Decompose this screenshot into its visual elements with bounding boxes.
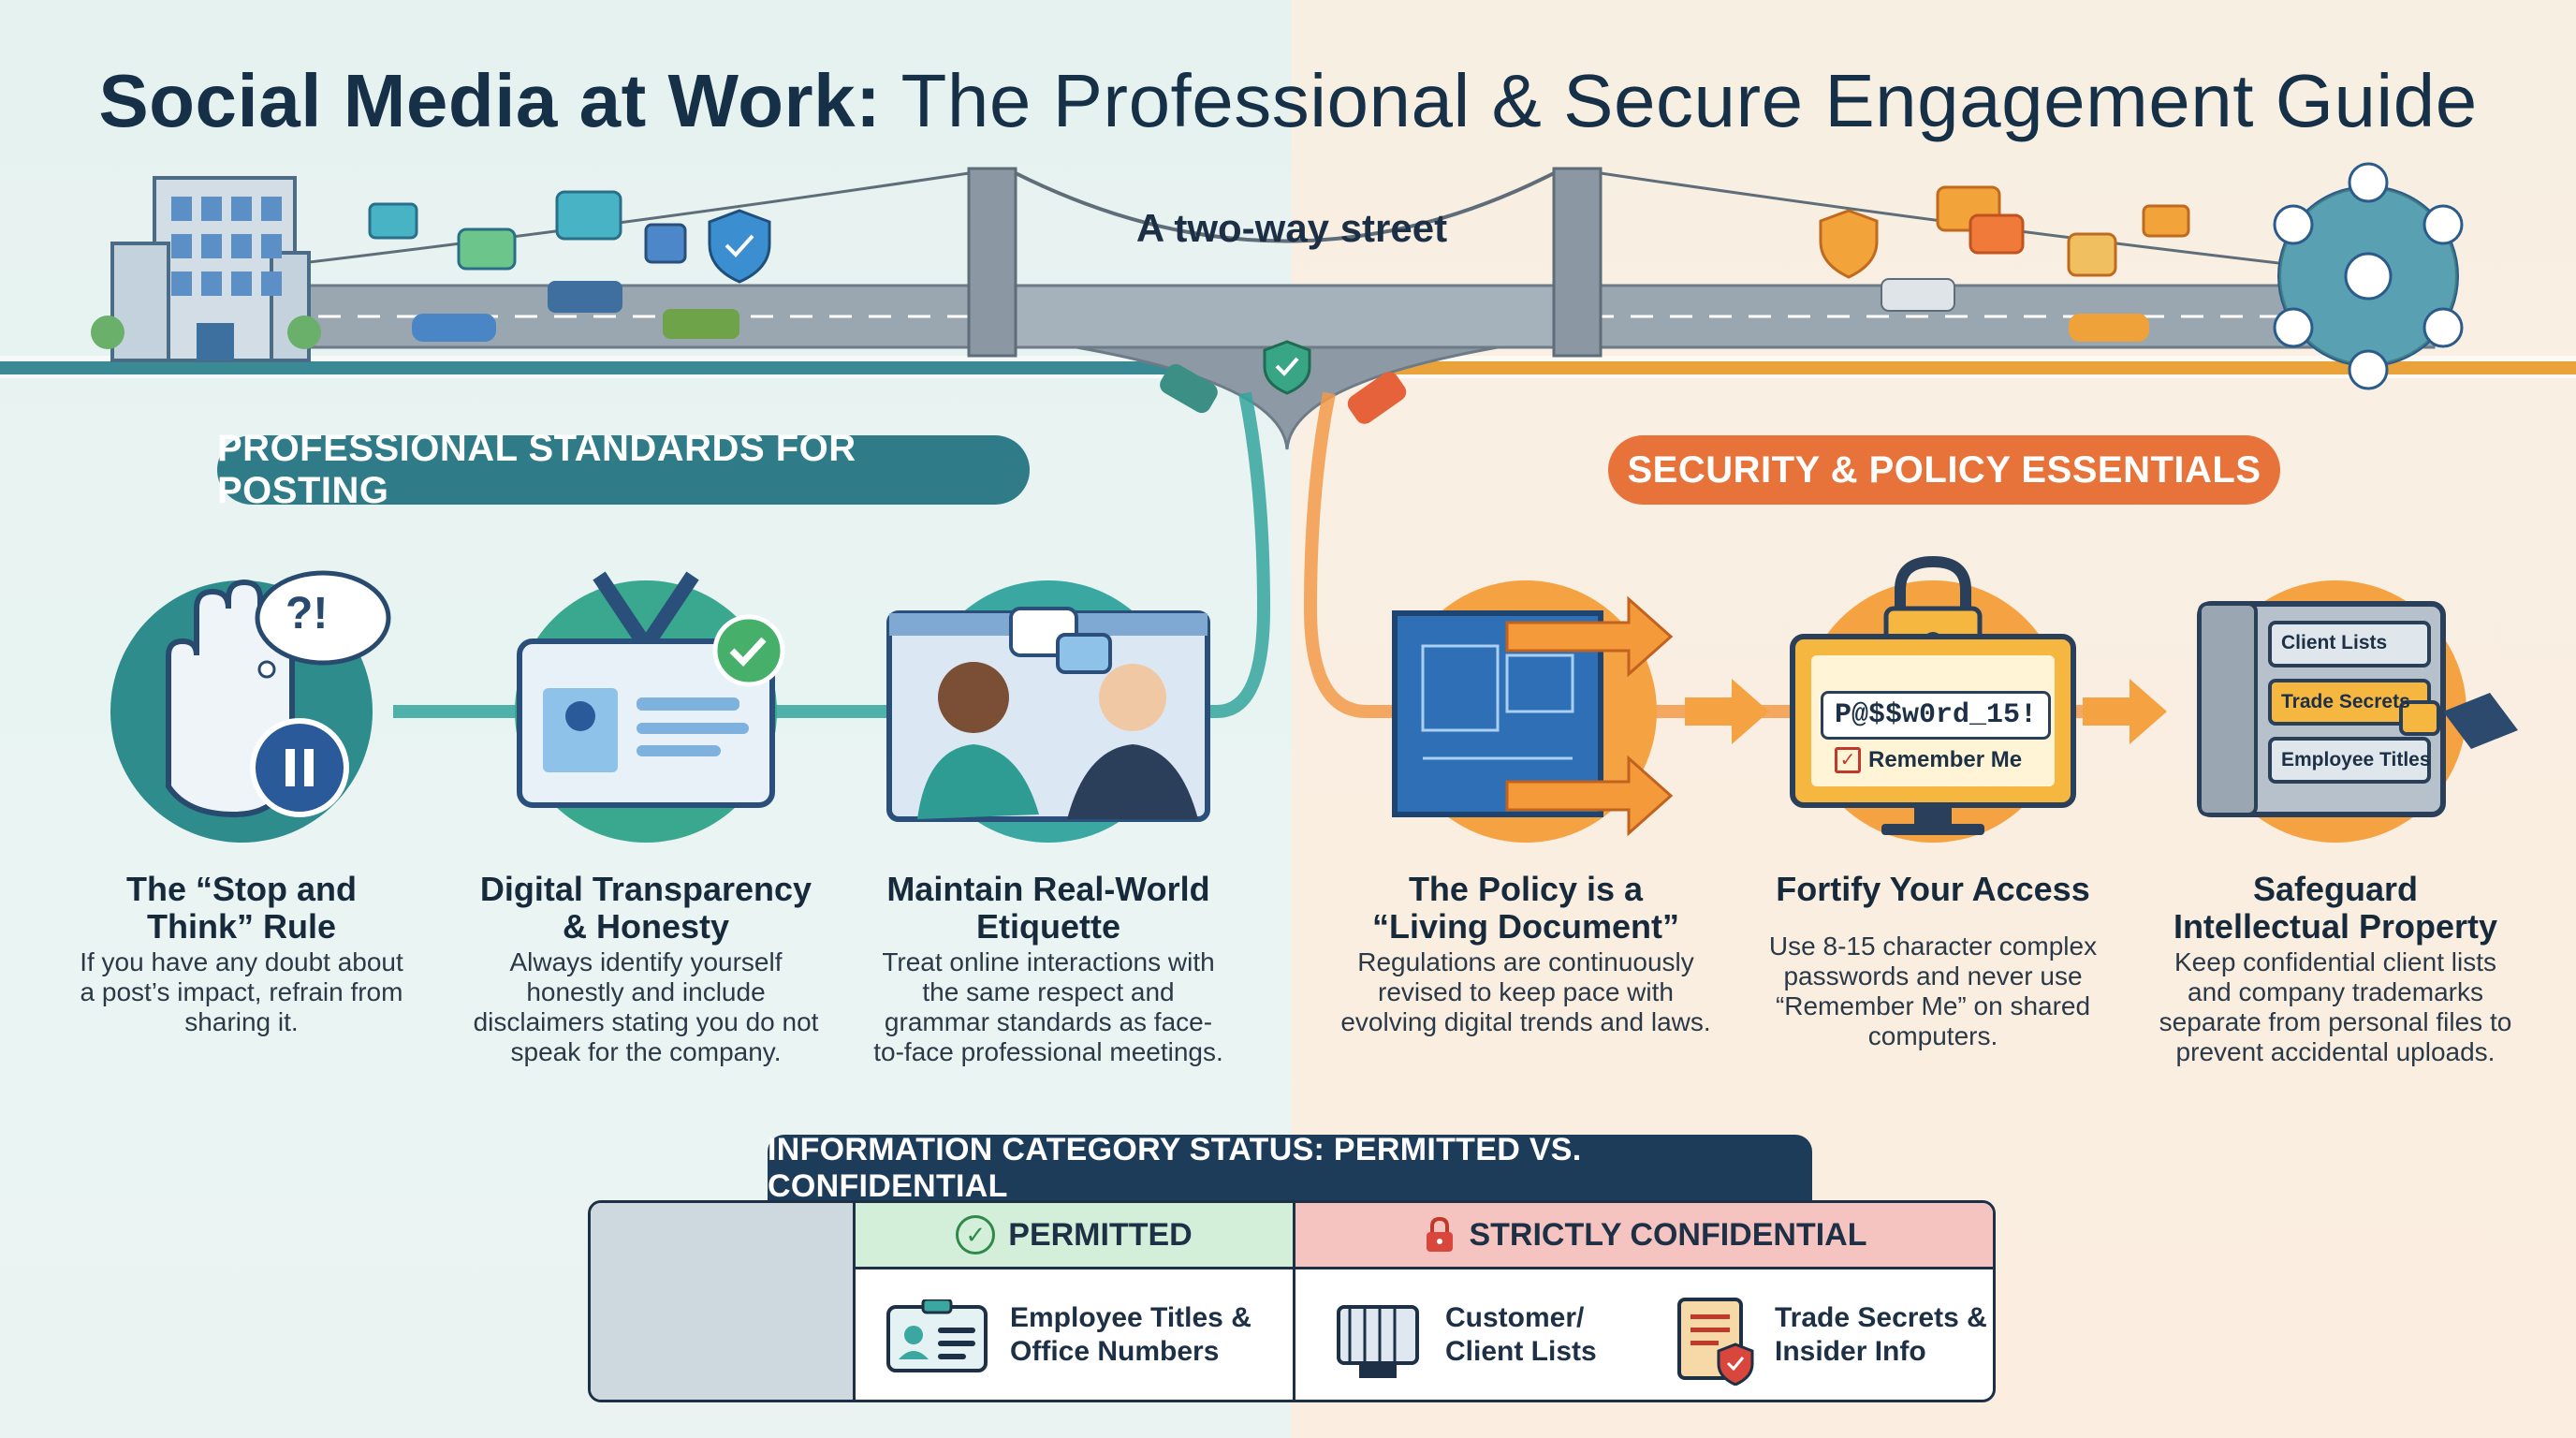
confidential-cell: Customer/ Client Lists Trade Secrets & I… <box>1293 1269 1993 1400</box>
cabinet-label-client-lists: Client Lists <box>2281 632 2388 653</box>
password-field: P@$$w0rd_15! <box>1821 691 2051 740</box>
scroll-shield-icon <box>1677 1298 1754 1386</box>
card-access-title: Fortify Your Access <box>1776 870 2090 908</box>
permitted-item-employee-titles: Employee Titles & Office Numbers <box>1010 1302 1251 1367</box>
page-title: Social Media at Work: The Professional &… <box>0 58 2576 144</box>
confidential-item-client-lists: Customer/ Client Lists <box>1445 1302 1597 1367</box>
table-header: INFORMATION CATEGORY STATUS: PERMITTED V… <box>768 1132 1812 1204</box>
checkbox-checked-icon: ✓ <box>1835 747 1861 773</box>
card-stop-think-title: The “Stop and Think” Rule <box>126 870 357 946</box>
card-ip-text: Keep confidential client lists and compa… <box>2159 947 2512 1066</box>
left-section-heading: PROFESSIONAL STANDARDS FOR POSTING <box>217 428 1030 511</box>
card-etiquette-title: Maintain Real-World Etiquette <box>886 870 1210 946</box>
permitted-cell: Employee Titles & Office Numbers <box>856 1269 1293 1400</box>
card-etiquette-text: Treat online interactions with the same … <box>873 947 1223 1066</box>
card-access-text: Use 8-15 character complex passwords and… <box>1768 932 2098 1050</box>
confidential-header: STRICTLY CONFIDENTIAL <box>1293 1203 1993 1269</box>
cabinet-label-trade-secrets: Trade Secrets <box>2281 691 2410 712</box>
title-bold: Social Media at Work: <box>98 59 882 142</box>
card-policy-title: The Policy is a “Living Document” <box>1371 870 1679 946</box>
office-building-icon <box>91 176 321 362</box>
card-stop-think-text: If you have any doubt about a post’s imp… <box>80 947 403 1036</box>
remember-me-label: Remember Me <box>1868 747 2023 772</box>
card-transparency-text: Always identify yourself honestly and in… <box>473 947 819 1066</box>
blueprint-document-icon <box>1392 580 1674 843</box>
check-circle-icon: ✓ <box>956 1215 996 1255</box>
remember-me-row: ✓ Remember Me <box>1835 747 2022 773</box>
stop-bubble-text: ?! <box>285 589 329 638</box>
arrow-right-icon-1 <box>1685 679 1769 744</box>
chat-bubble-icons-left <box>368 190 771 284</box>
permitted-header: ✓ PERMITTED <box>856 1203 1293 1269</box>
card-policy-text: Regulations are continuously revised to … <box>1340 947 1711 1036</box>
id-card-icon <box>886 1299 988 1372</box>
title-rest: The Professional & Secure Engagement Gui… <box>881 59 2478 142</box>
rolodex-icon <box>1337 1305 1419 1378</box>
chat-bubble-icons-right <box>1819 185 2190 279</box>
confidential-item-trade-secrets: Trade Secrets & Insider Info <box>1775 1302 1987 1367</box>
id-badge-icon <box>515 571 785 843</box>
password-example: P@$$w0rd_15! <box>1834 699 2038 731</box>
arrow-right-icon-2 <box>2083 679 2167 744</box>
network-globe-icon <box>2273 162 2464 390</box>
cabinet-label-employee-titles: Employee Titles <box>2281 749 2431 770</box>
table-side-cell <box>591 1203 856 1400</box>
permitted-label: PERMITTED <box>1008 1216 1193 1253</box>
file-cabinet-icon <box>2197 580 2518 843</box>
subtitle: A two-way street <box>1135 206 1448 250</box>
right-section-heading: SECURITY & POLICY ESSENTIALS <box>1608 435 2280 505</box>
confidential-label: STRICTLY CONFIDENTIAL <box>1469 1216 1867 1253</box>
lock-icon <box>1427 1216 1454 1252</box>
card-transparency-title: Digital Transparency & Honesty <box>479 870 812 946</box>
card-ip-title: Safeguard Intellectual Property <box>2173 870 2498 946</box>
stop-hand-icon <box>110 570 391 843</box>
handshake-video-icon <box>886 580 1210 843</box>
status-table: ✓ PERMITTED STRICTLY CONFIDENTIAL Employ… <box>588 1200 1996 1402</box>
